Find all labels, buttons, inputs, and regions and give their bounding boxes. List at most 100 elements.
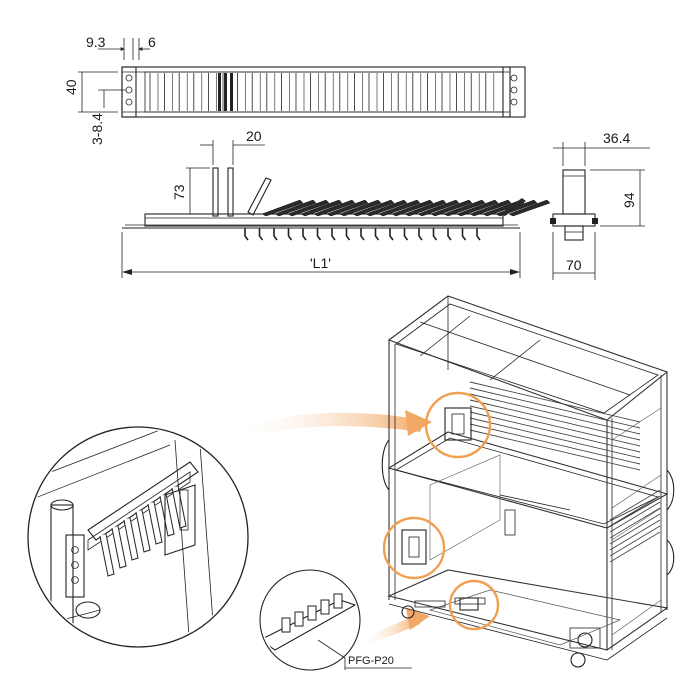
side-hook [403, 228, 409, 241]
callout-tooth [320, 599, 330, 615]
side-hook [360, 228, 365, 241]
dim-prong-pitch: 20 [246, 128, 262, 144]
cart-rail [609, 513, 661, 545]
side-prong [352, 199, 395, 217]
wheel-front-right [570, 652, 586, 668]
cart-rail [609, 489, 661, 521]
callout-tooth [333, 593, 343, 609]
side-hook [374, 228, 380, 241]
orange-arrow-upper [232, 412, 425, 440]
side-prong [365, 199, 408, 217]
orange-arrowhead-upper [405, 410, 432, 436]
magnifier-tooth [159, 493, 175, 537]
cart-rail [469, 417, 641, 459]
side-prong [404, 199, 447, 217]
side-hook [258, 228, 264, 241]
cart-rail [609, 507, 661, 539]
orange-arrowhead-lower [406, 608, 430, 630]
side-hook [447, 228, 452, 241]
dim-height-top: 40 [63, 79, 79, 95]
callout-tooth [281, 617, 291, 633]
side-view-rail [122, 167, 551, 241]
side-prong [300, 199, 343, 217]
side-prong [500, 198, 526, 216]
magnifier-tooth [111, 525, 127, 569]
side-hook [244, 228, 249, 241]
cart-isometric [381, 295, 675, 668]
dim-holes: 3-8.4 [89, 113, 105, 145]
side-prong [287, 199, 330, 217]
cart-rail [469, 411, 641, 453]
magnifier-tooth [171, 485, 187, 529]
side-hook [316, 228, 322, 241]
side-prong [326, 199, 369, 217]
callout-tooth [294, 611, 304, 627]
callout-teeth [281, 593, 343, 633]
orange-arrow-lower [360, 614, 420, 645]
dim-prong-height: 73 [171, 184, 187, 200]
cart-rail [609, 495, 661, 527]
side-prong [274, 199, 317, 217]
top-view-rail [121, 66, 526, 118]
detail-magnifier [27, 426, 249, 648]
side-hook [273, 228, 278, 241]
cart-rail-group [469, 381, 661, 563]
side-hook [345, 228, 351, 241]
side-hook [476, 228, 481, 241]
cart-rail [469, 429, 641, 471]
side-prong [417, 199, 460, 217]
cart-rail [469, 423, 641, 465]
side-prong [339, 199, 382, 217]
magnifier-tooth [147, 501, 163, 545]
dim-pitch-small: 9.3 [86, 34, 106, 50]
highlight-floor-rail [448, 579, 500, 631]
part-label: PFG-P20 [348, 655, 394, 667]
side-prong [443, 199, 486, 217]
magnifier-teeth [99, 485, 187, 577]
side-prong [261, 199, 304, 217]
dim-side-height: 94 [621, 192, 637, 208]
wheel-front-left [401, 605, 415, 619]
side-hook [331, 228, 336, 241]
side-prong [391, 199, 434, 217]
side-hook [389, 228, 394, 241]
side-hook-group [244, 228, 481, 241]
side-hook [287, 228, 293, 241]
end-view: 36.4 94 70 [550, 130, 650, 280]
side-prong [378, 199, 421, 217]
cart-rail [469, 393, 641, 435]
side-prong [508, 199, 551, 217]
side-prong-group [261, 198, 551, 217]
magnifier-tooth [99, 533, 115, 577]
side-hook [432, 228, 438, 241]
side-prong [313, 199, 356, 217]
cart-rail [609, 519, 661, 551]
highlight-upper-bracket [424, 391, 492, 459]
side-prong [430, 199, 473, 217]
side-hook [461, 228, 467, 241]
side-prong [469, 199, 512, 217]
dim-length: 'L1' [310, 255, 331, 271]
dim-side-depth: 70 [566, 257, 582, 273]
magnifier-tooth [123, 517, 139, 561]
side-hook [302, 228, 307, 241]
top-dimensions: 9.3 6 40 3-8.4 [63, 34, 156, 145]
cart-rail [609, 501, 661, 533]
magnifier-tooth [135, 509, 151, 553]
cart-rail [469, 381, 641, 423]
dim-side-width: 36.4 [603, 130, 630, 146]
dim-pitch-gap: 6 [148, 34, 156, 50]
cart-rail [609, 531, 661, 563]
side-hook [418, 228, 423, 241]
rail-slots [149, 73, 495, 111]
part-callout: PFG-P20 [259, 569, 412, 671]
side-dimensions: 20 73 'L1' [121, 128, 521, 278]
cart-rail [469, 405, 641, 447]
cart-rail [469, 387, 641, 429]
side-prong [456, 199, 499, 217]
highlight-lower-bracket [382, 516, 446, 580]
callout-tooth [307, 605, 317, 621]
cart-rail [609, 525, 661, 557]
